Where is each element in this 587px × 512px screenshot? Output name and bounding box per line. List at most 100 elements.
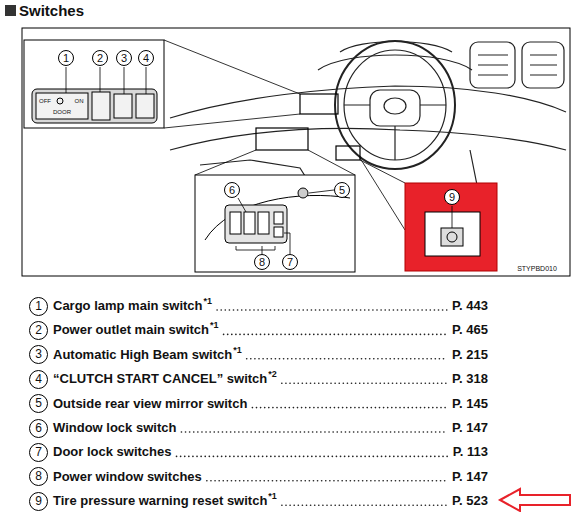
switch-panel-inset [66,67,146,94]
callout-number: 6 [224,182,240,198]
door-panel-inset [274,227,283,237]
callout-number: 4 [29,370,48,389]
switch-panel-inset [136,94,154,118]
page-reference: P. 145 [452,397,488,410]
callout-number: 8 [254,254,270,270]
switch-legend: OFF [39,98,51,104]
footnote-mark: *2 [268,370,277,379]
tpms-switch-inset [452,206,453,228]
switch-name: Outside rear view mirror switch [53,397,247,410]
switch-legend: DOOR [53,109,71,115]
dot-leader [282,504,447,506]
dashboard [300,94,338,114]
switch-name: “CLUTCH START CANCEL” switch [53,372,267,385]
callout-number: 3 [29,345,48,364]
page-reference: P. 465 [452,323,488,336]
dot-leader [176,456,447,458]
dashboard [336,146,360,160]
switch-panel-inset [92,92,110,120]
illustration-frame [22,28,570,276]
page-reference: P. 113 [453,445,488,458]
dot-leader [181,431,447,433]
callout-number: 9 [29,492,48,511]
switch-panel-inset [114,94,132,118]
dot-leader [282,382,447,384]
switch-panel-inset [24,40,164,128]
figure-code: STYPBD010 [517,265,557,272]
tpms-switch-inset [425,212,480,256]
footnote-mark: *1 [268,492,277,501]
footnote-mark: *1 [233,346,242,355]
callout-number: 5 [29,394,48,413]
callout-number: 2 [92,50,108,66]
tpms-switch-inset [447,232,457,242]
page-reference: P. 147 [452,421,488,434]
footnote-mark: *1 [204,297,213,306]
title-square [5,5,16,16]
tpms-switch-inset [405,183,497,271]
callout-number: 7 [29,443,48,462]
door-panel-inset [195,175,355,272]
switch-panel-inset [36,93,88,119]
page-reference: P. 147 [452,470,488,483]
dot-leader [207,480,447,482]
zoom-line [195,150,355,175]
red-arrow [500,489,570,511]
dashboard [335,41,455,169]
door-panel-inset [230,212,241,234]
switch-name: Window lock switch [53,421,176,434]
switch-legend: ON [75,98,84,104]
dashboard [344,50,446,160]
tpms-switch-inset [441,228,463,246]
switch-name: Power outlet main switch [53,323,209,336]
switch-name: Door lock switches [53,445,171,458]
door-panel-inset [244,212,255,234]
callout-number: 8 [29,467,48,486]
callout-number: 4 [138,50,154,66]
door-panel-inset [298,188,308,198]
page-reference: P. 443 [452,299,488,312]
door-panel-inset [225,205,287,243]
dashboard [170,86,566,118]
dashboard [318,55,472,70]
page-reference: P. 318 [452,372,488,385]
dashboard [478,55,557,75]
dashboard [344,105,446,160]
switch-panel-inset [32,89,157,123]
callout-number: 7 [282,254,298,270]
switch-name: Tire pressure warning reset switch [53,494,267,507]
dot-leader [252,407,447,409]
zoom-line [164,40,300,128]
dashboard [170,41,566,260]
callout-number: 6 [29,419,48,438]
door-panel-inset [258,212,269,234]
dot-leader [224,334,448,336]
footnote-mark: *1 [210,321,219,330]
dashboard [256,128,308,150]
callout-number: 1 [29,297,48,316]
switch-panel-inset [24,40,164,128]
tpms-switch-inset [405,183,497,271]
switch-name: Cargo lamp main switch [53,299,203,312]
zoom-line [360,158,405,230]
illustration-frame [22,28,570,276]
dot-leader [217,309,447,311]
page-title: Switches [19,3,84,18]
page-reference: P. 523 [452,494,488,507]
dashboard [384,98,406,114]
red-arrow [500,489,570,511]
page-reference: P. 215 [452,348,488,361]
callout-number: 5 [334,182,350,198]
dashboard [370,90,420,126]
door-panel-inset [274,212,283,224]
door-panel-inset [195,175,355,272]
dot-leader [247,358,447,360]
callout-number: 1 [58,50,74,66]
switch-panel-inset [57,98,63,104]
dashboard [170,128,566,150]
callout-number: 9 [444,189,460,205]
switch-name: Power window switches [53,470,202,483]
callout-number: 2 [29,321,48,340]
switch-name: Automatic High Beam switch [53,348,232,361]
